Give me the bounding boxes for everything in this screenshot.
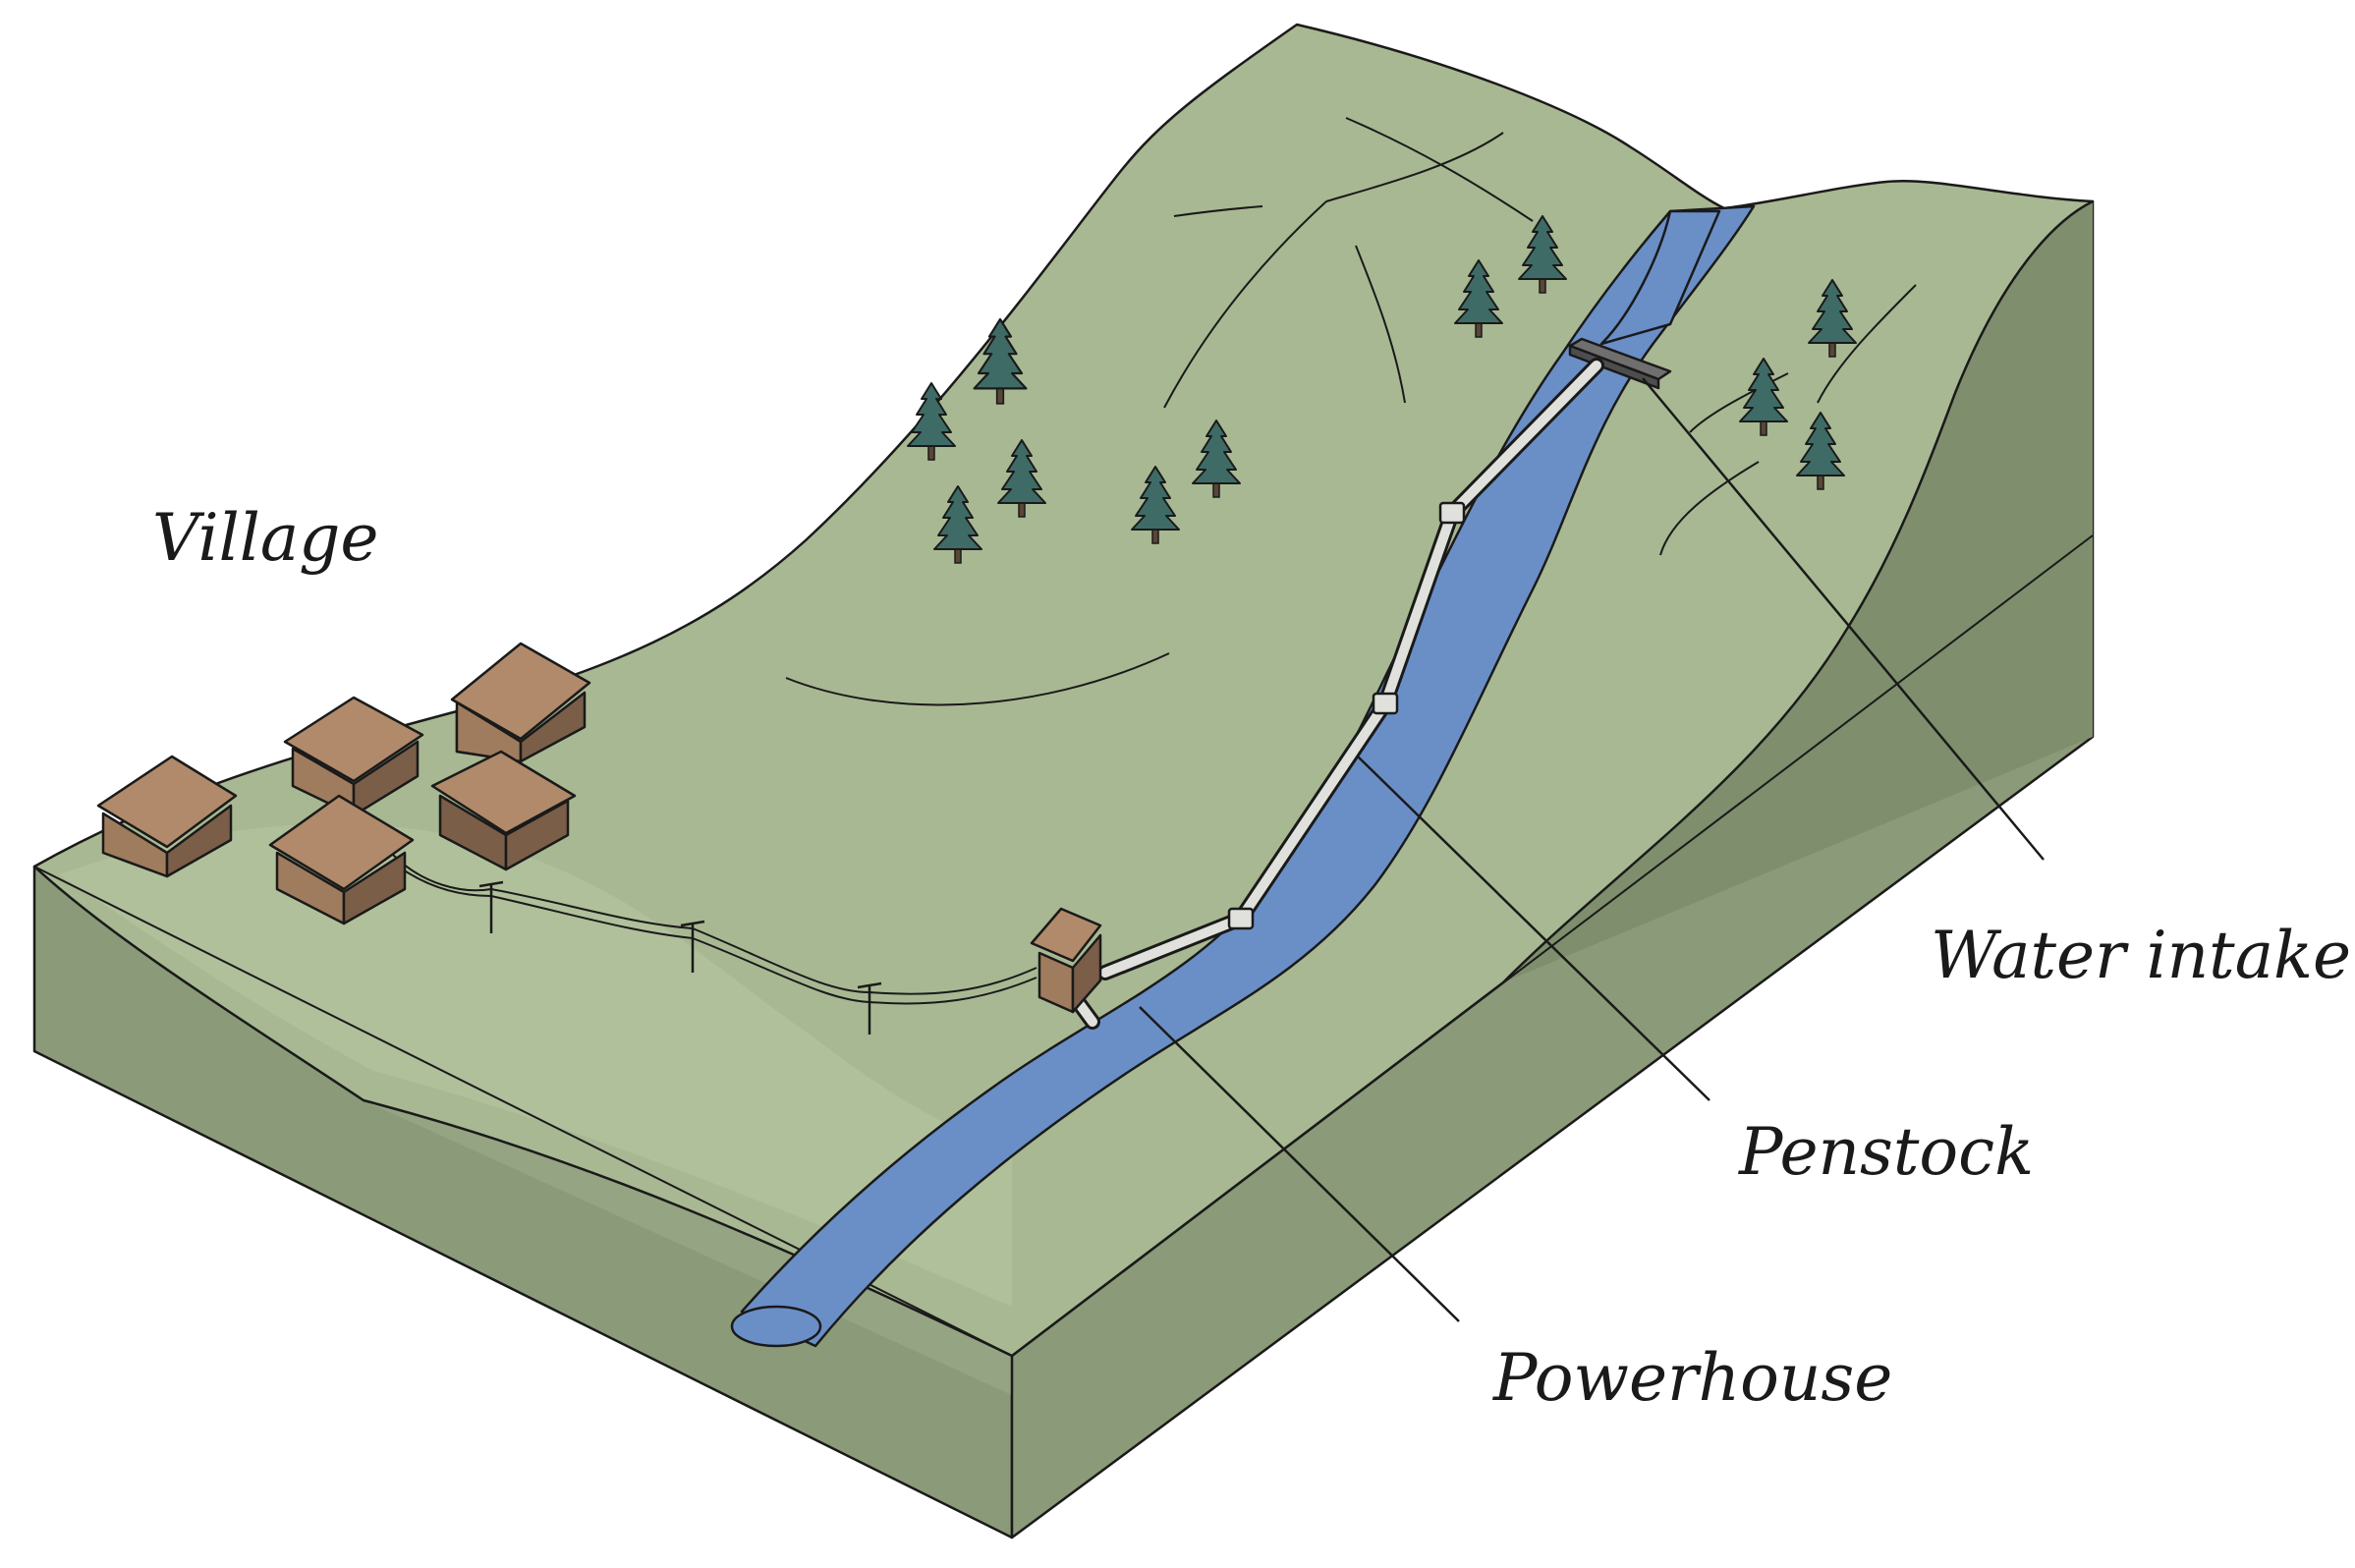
- contour-line: [1345, 117, 1534, 222]
- water-intake: [1568, 337, 1672, 390]
- power-wire: [402, 868, 1037, 1005]
- house: [430, 750, 577, 871]
- river-intake-pool: [1599, 209, 1721, 346]
- contour-line: [785, 652, 1170, 706]
- pine-tree: [1518, 215, 1567, 294]
- labels: Village Water intake Penstock Powerhouse: [152, 500, 2351, 1416]
- powerhouse-side: [1071, 933, 1102, 1014]
- pine-tree: [933, 485, 982, 564]
- label-penstock: Penstock: [1738, 1114, 2034, 1190]
- village-houses: [96, 642, 591, 925]
- label-water-intake: Water intake: [1931, 918, 2351, 993]
- leader-lines: [1139, 377, 2045, 1322]
- penstock-anchor-block: [1438, 501, 1466, 525]
- terrain-valley-light: [59, 823, 1012, 1307]
- power-line: [392, 854, 1037, 1035]
- contour-lines: [785, 117, 1917, 706]
- label-powerhouse: Powerhouse: [1492, 1340, 1892, 1416]
- pine-tree: [1796, 412, 1845, 490]
- house: [96, 755, 238, 878]
- powerhouse: [1030, 907, 1102, 1014]
- river-mouth: [730, 1305, 822, 1348]
- house: [268, 794, 415, 925]
- pine-tree: [1131, 466, 1180, 544]
- pine-tree: [973, 317, 1028, 405]
- utility-pole: [680, 920, 705, 973]
- terrain-front-edge: [33, 534, 2094, 1358]
- leader-water-intake: [1642, 377, 2045, 861]
- pine-tree: [1454, 259, 1503, 338]
- penstock-anchor-block: [1227, 907, 1255, 930]
- contour-line: [1817, 284, 1917, 404]
- weir-face: [1568, 344, 1660, 390]
- terrain-right-face-shade: [1503, 201, 2093, 982]
- leader-penstock: [1357, 756, 1710, 1101]
- contour-line: [1689, 372, 1789, 433]
- utility-pole: [478, 880, 504, 933]
- utility-pole: [857, 981, 882, 1035]
- house: [450, 642, 591, 763]
- contour-line: [1163, 200, 1327, 409]
- pine-tree: [1808, 279, 1857, 358]
- pine-tree: [907, 382, 956, 461]
- label-village: Village: [152, 500, 378, 576]
- powerhouse-roof: [1030, 907, 1102, 963]
- contour-line: [1325, 132, 1504, 202]
- pine-tree: [1192, 420, 1241, 498]
- trees: [907, 215, 1857, 564]
- contour-line: [1659, 461, 1760, 556]
- contour-line: [1355, 245, 1406, 404]
- pine-tree: [1739, 358, 1788, 436]
- leader-powerhouse: [1139, 1006, 1460, 1322]
- contour-line: [1173, 205, 1263, 217]
- penstock: [1063, 358, 1604, 1030]
- penstock-anchor-block: [1372, 692, 1399, 715]
- pine-tree: [997, 439, 1046, 518]
